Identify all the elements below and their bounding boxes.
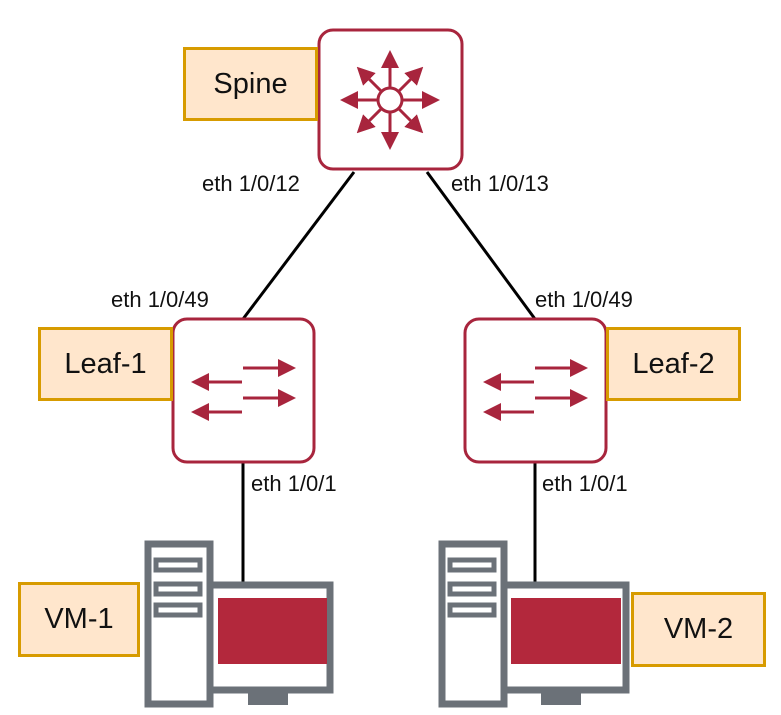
computer-icon bbox=[438, 540, 630, 708]
vm1-label: VM-1 bbox=[18, 582, 140, 657]
port-label-leaf2-eth1: eth 1/0/1 bbox=[542, 471, 628, 496]
computer-icon bbox=[144, 540, 334, 708]
vm2-label: VM-2 bbox=[631, 592, 766, 667]
switch-arrows-icon bbox=[483, 359, 588, 421]
link-spine-leaf2 bbox=[425, 171, 537, 320]
vm2-computer[interactable] bbox=[438, 540, 630, 708]
port-label-leaf1-eth1: eth 1/0/1 bbox=[251, 471, 337, 496]
leaf2-switch[interactable] bbox=[463, 317, 608, 464]
leaf2-label: Leaf-2 bbox=[606, 327, 741, 401]
core-switch-icon bbox=[340, 50, 440, 150]
leaf1-switch[interactable] bbox=[171, 317, 316, 464]
spine-label: Spine bbox=[183, 47, 318, 121]
spine-switch[interactable] bbox=[317, 28, 464, 171]
vm1-computer[interactable] bbox=[144, 540, 334, 708]
link-spine-leaf1 bbox=[241, 171, 356, 320]
switch-arrows-icon bbox=[191, 359, 296, 421]
port-label-spine-eth13: eth 1/0/13 bbox=[451, 171, 549, 196]
leaf1-label: Leaf-1 bbox=[38, 327, 173, 401]
port-label-leaf1-eth49: eth 1/0/49 bbox=[111, 287, 209, 312]
port-label-spine-eth12: eth 1/0/12 bbox=[202, 171, 300, 196]
port-label-leaf2-eth49: eth 1/0/49 bbox=[535, 287, 633, 312]
